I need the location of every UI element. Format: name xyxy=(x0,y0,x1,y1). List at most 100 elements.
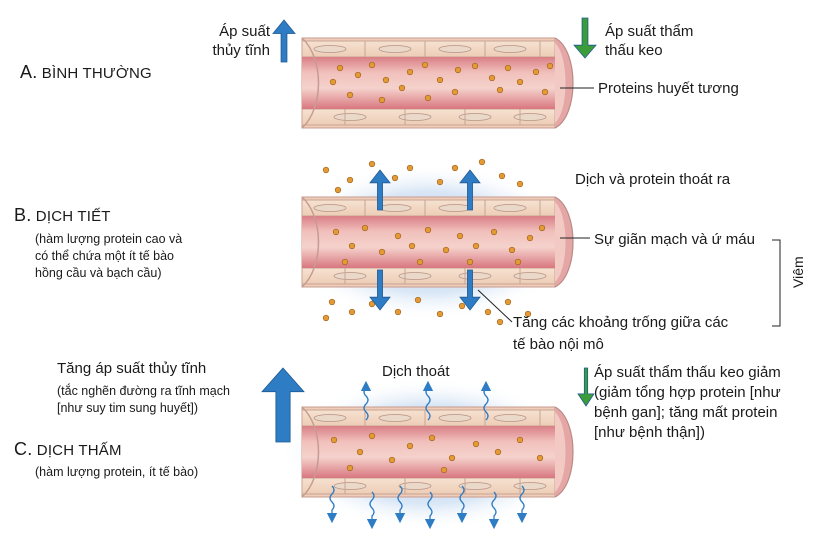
panel-b-escape-label: Dịch và protein thoát ra xyxy=(575,171,731,188)
protein-dot-lumen-b xyxy=(408,242,416,250)
endothelial-nucleus xyxy=(513,482,547,490)
protein-dot-lumen-c xyxy=(368,432,376,440)
endothelial-nucleus xyxy=(378,45,412,53)
protein-dot-lumen-b xyxy=(378,248,386,256)
endothelial-nucleus xyxy=(458,272,492,280)
endothelial-nucleus xyxy=(493,204,527,212)
panel-a-oncotic-label: Áp suất thẩm thấu keo xyxy=(605,22,693,60)
oncotic-pressure-arrow xyxy=(573,17,597,59)
panel-c-title: DỊCH THẤM xyxy=(36,442,122,459)
protein-dot-lumen-b xyxy=(538,224,546,232)
gap-leader-line xyxy=(477,289,513,323)
fluid-escape-arrow-up xyxy=(459,169,481,211)
protein-dot-lumen-a xyxy=(488,74,496,82)
panel-c-oncotic-line-1: Áp suất thẩm thấu keo giảm xyxy=(594,364,781,381)
protein-dot-lumen-b xyxy=(456,232,464,240)
protein-dot-lumen-a xyxy=(436,76,444,84)
panel-a-oncotic-line-1: Áp suất thẩm xyxy=(605,23,694,40)
panel-a-hydrostatic-line-1: Áp suất xyxy=(219,23,270,40)
protein-dot-lumen-b xyxy=(348,242,356,250)
vessel-a xyxy=(301,37,574,129)
protein-dot-escaped xyxy=(498,172,506,180)
panel-b-heading: B. DỊCH TIẾT xyxy=(14,206,111,226)
fluid-leak-arrow-up xyxy=(360,380,372,421)
panel-c-oncotic-line-4: [như bệnh thận]) xyxy=(594,424,705,441)
endothelial-nucleus xyxy=(333,272,367,280)
fluid-leak-arrow-up xyxy=(480,380,492,421)
protein-dot-lumen-c xyxy=(406,442,414,450)
fluid-leak-arrow-up xyxy=(422,380,434,421)
protein-dot-escaped xyxy=(484,308,492,316)
protein-dot-lumen-c xyxy=(346,464,354,472)
protein-dot-lumen-c xyxy=(388,456,396,464)
panel-b-description-line-3: hồng cầu và bạch cầu) xyxy=(35,266,162,280)
endothelial-nucleus xyxy=(313,45,347,53)
endothelial-nucleus xyxy=(513,272,547,280)
protein-dot-escaped xyxy=(322,314,330,322)
protein-dot-lumen-b xyxy=(472,242,480,250)
protein-dot-escaped xyxy=(414,296,422,304)
protein-dot-lumen-a xyxy=(421,61,429,69)
panel-b-gap-line-1: Tăng các khoảng trống giữa các xyxy=(513,314,729,331)
protein-dot-lumen-a xyxy=(424,94,432,102)
panel-a-oncotic-line-2: thấu keo xyxy=(605,42,663,59)
panel-a-protein-label: Proteins huyết tương xyxy=(598,80,739,97)
panel-c-oncotic-line-2: (giảm tổng hợp protein [như xyxy=(594,384,781,401)
protein-dot-escaped xyxy=(496,318,504,326)
protein-dot-lumen-c xyxy=(494,448,502,456)
protein-dot-escaped xyxy=(394,308,402,316)
fluid-escape-arrow-down xyxy=(369,269,391,311)
endothelial-nucleus xyxy=(313,204,347,212)
protein-dot-lumen-c xyxy=(472,440,480,448)
panel-b-description-line-2: có thể chứa một ít tế bào xyxy=(35,249,175,263)
protein-dot-lumen-a xyxy=(504,64,512,72)
protein-dot-lumen-a xyxy=(336,64,344,72)
protein-dot-escaped xyxy=(478,158,486,166)
protein-dot-lumen-c xyxy=(516,436,524,444)
panel-b-letter: B. xyxy=(14,205,32,225)
protein-dot-lumen-a xyxy=(454,66,462,74)
endothelial-nucleus xyxy=(493,45,527,53)
protein-dot-escaped xyxy=(516,180,524,188)
protein-dot-lumen-b xyxy=(341,258,349,266)
panel-c-leak-label: Dịch thoát xyxy=(382,363,450,380)
inflammation-bracket xyxy=(772,239,781,327)
endothelial-nucleus xyxy=(333,482,367,490)
protein-dot-lumen-b xyxy=(332,228,340,236)
protein-dot-lumen-a xyxy=(546,62,554,70)
protein-dot-lumen-c xyxy=(448,454,456,462)
protein-dot-escaped xyxy=(391,174,399,182)
protein-dot-lumen-c xyxy=(330,436,338,444)
protein-dot-lumen-b xyxy=(361,224,369,232)
protein-dot-lumen-a xyxy=(406,68,414,76)
endothelial-nucleus xyxy=(513,113,547,121)
protein-dots-layer xyxy=(322,61,554,474)
protein-dot-lumen-a xyxy=(541,88,549,96)
panel-c-hydrostatic-detail-line-2: [như suy tim sung huyết]) xyxy=(57,401,199,415)
endothelial-nucleus xyxy=(493,414,527,422)
protein-dot-lumen-a xyxy=(346,91,354,99)
protein-dot-lumen-a xyxy=(516,78,524,86)
panel-c-hydrostatic-label: Tăng áp suất thủy tĩnh xyxy=(57,360,207,377)
protein-dot-escaped xyxy=(328,298,336,306)
panel-b-description-line-1: (hàm lượng protein cao và xyxy=(35,232,183,246)
protein-dot-escaped xyxy=(368,160,376,168)
fluid-escape-arrow-down xyxy=(459,269,481,311)
endothelial-nucleus xyxy=(378,414,412,422)
protein-dot-lumen-a xyxy=(382,76,390,84)
panel-a-hydrostatic-line-2: thủy tĩnh xyxy=(212,42,270,59)
vessel-b xyxy=(301,196,574,288)
fluid-leak-arrow-down xyxy=(326,485,338,524)
endothelial-nucleus xyxy=(398,272,432,280)
fluid-leak-arrow-down xyxy=(394,485,406,524)
protein-dot-escaped xyxy=(524,310,532,318)
panel-b-gap-label: Tăng các khoảng trống giữa các tế bào nộ… xyxy=(513,313,728,354)
protein-dot-lumen-a xyxy=(532,68,540,76)
protein-dot-lumen-c xyxy=(440,466,448,474)
fluid-leak-arrow-down xyxy=(366,491,378,530)
protein-dot-escaped xyxy=(406,164,414,172)
protein-dot-escaped xyxy=(436,178,444,186)
protein-dot-lumen-b xyxy=(424,226,432,234)
endothelial-nucleus xyxy=(378,204,412,212)
